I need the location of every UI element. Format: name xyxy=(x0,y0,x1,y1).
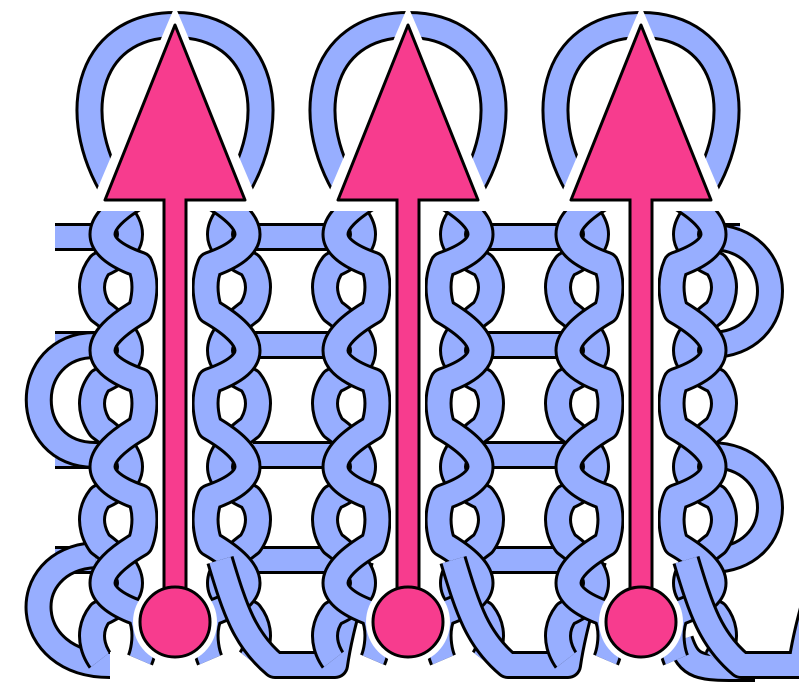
wale-3-sinker-loop xyxy=(686,560,799,665)
wale-3-arrow-joint xyxy=(632,196,651,206)
wale-1-arrow-shaft xyxy=(164,180,186,617)
wale-2-arrow-shaft xyxy=(397,180,419,617)
wale-2-arrow-joint xyxy=(399,196,418,206)
wale-1-arrow-tail-dot xyxy=(140,587,210,657)
wale-3-arrow-shaft xyxy=(630,180,652,617)
wale-2-arrow-tail-dot xyxy=(373,587,443,657)
arrow-layer xyxy=(91,11,725,664)
wale-1-arrow-joint xyxy=(166,196,185,206)
wale-3-arrow-tail-dot xyxy=(606,587,676,657)
